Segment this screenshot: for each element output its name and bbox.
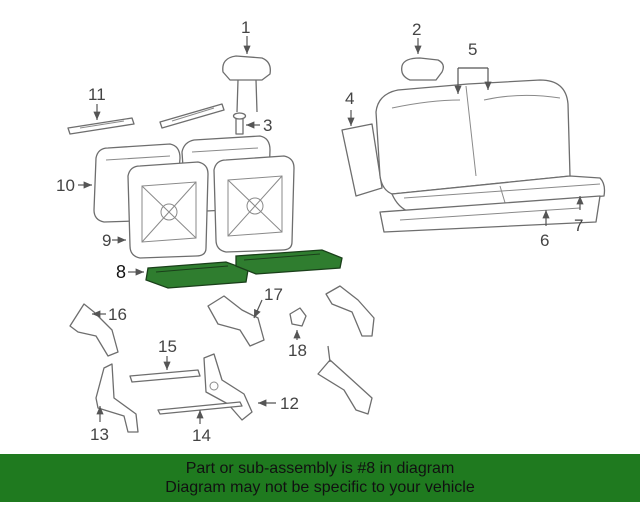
rod-part	[129, 369, 201, 383]
callout-10: 10	[56, 176, 75, 195]
callout-9: 9	[102, 231, 111, 250]
callout-13: 13	[90, 425, 109, 444]
callout-3: 3	[263, 116, 272, 135]
callout-5: 5	[468, 40, 477, 59]
seat-parts-diagram: 1 2 3 4 5 6 7 8 9 10 11 12 13 14 15 16 1…	[56, 18, 606, 445]
callout-17: 17	[264, 285, 283, 304]
callout-1: 1	[241, 18, 250, 37]
long-rod-part	[157, 401, 243, 415]
callout-12: 12	[280, 394, 299, 413]
callout-14: 14	[192, 426, 211, 445]
latch-bracket-part	[207, 295, 265, 347]
recliner-mechanism-part	[203, 353, 253, 421]
callout-18: 18	[288, 341, 307, 360]
small-headrest-part	[401, 57, 444, 81]
headrest-guide-part	[232, 112, 247, 135]
bracket-part	[69, 303, 119, 357]
clip-part	[289, 307, 307, 327]
track-rail-part	[95, 363, 139, 433]
seat-back-frame-part	[127, 155, 295, 259]
callout-8: 8	[116, 262, 126, 282]
callout-15: 15	[158, 337, 177, 356]
part-notice-banner: Part or sub-assembly is #8 in diagram Di…	[0, 454, 640, 502]
hinge-strap-part	[67, 103, 225, 135]
callout-7: 7	[574, 216, 583, 235]
callout-4: 4	[345, 89, 354, 108]
headrest-part	[222, 55, 271, 113]
callout-11: 11	[88, 85, 106, 104]
callout-16: 16	[108, 305, 127, 324]
banner-line-part-number: Part or sub-assembly is #8 in diagram	[185, 460, 455, 477]
banner-line-disclaimer: Diagram may not be specific to your vehi…	[165, 479, 475, 496]
seat-cushion-pan-part-highlighted	[145, 249, 343, 289]
side-bracket-part	[317, 285, 375, 415]
callout-6: 6	[540, 231, 549, 250]
callout-2: 2	[412, 20, 421, 39]
bench-seat-assembly	[341, 79, 606, 233]
